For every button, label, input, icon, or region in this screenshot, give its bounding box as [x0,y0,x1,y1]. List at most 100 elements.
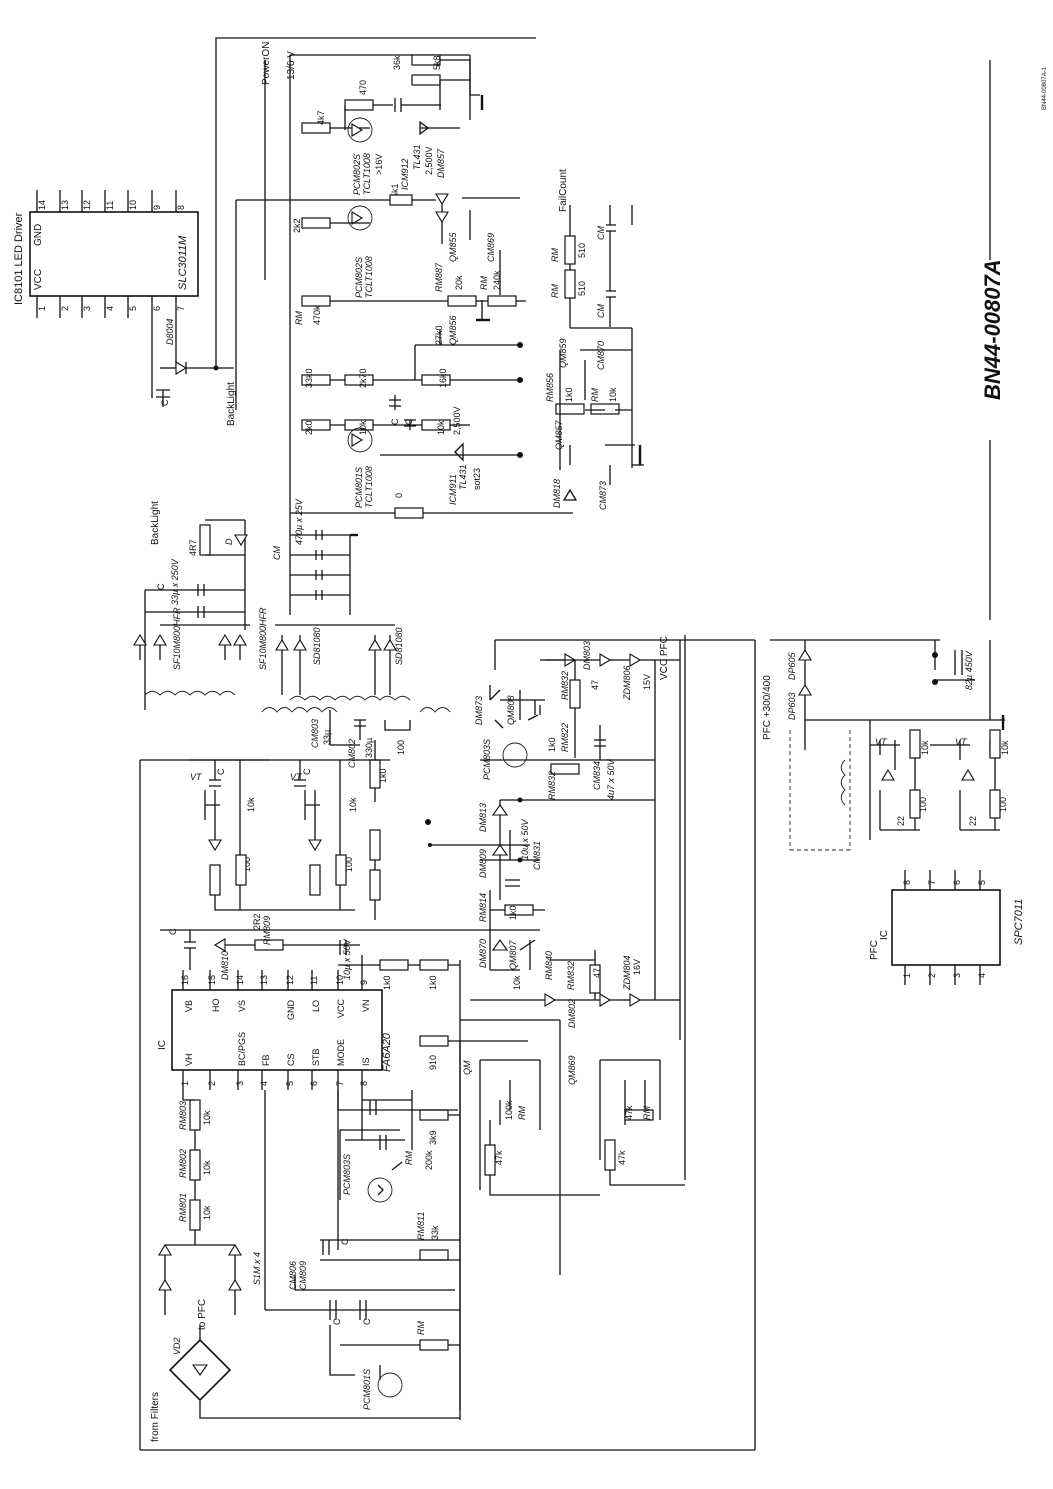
sf10m800hfr-b: SF10M800HFR [258,607,268,670]
r-10k-vt1: 10k [246,797,256,812]
c-vt2: C [302,768,312,775]
net-failcount: FailCount [558,169,569,212]
fa-lbl-vh: VH [184,1053,194,1066]
dm873: DM873 [474,696,484,725]
tclt1008-c: TCLT1008 [364,466,374,508]
cm803: CM803 [310,719,320,748]
r-22-pfc-a: 22 [896,816,906,826]
ic8101-pin-11: 11 [105,201,115,210]
r-1k0-rm814: 1k0 [508,905,518,920]
r-10k-pfc-a: 10k [920,740,930,755]
dm809: DM809 [478,849,488,878]
fa-pin-6: 6 [309,1081,319,1086]
r-33k0: 33k0 [304,368,314,388]
fa-lbl-stb: STB [311,1048,321,1066]
d-led: D [224,538,234,545]
z-15v: 15V [642,674,652,690]
qm856: QM856 [448,315,458,345]
fa-pin-1: 1 [180,1081,190,1086]
rm840: RM840 [544,951,554,980]
dm810: DM810 [220,951,230,980]
icm912: ICM912 [400,158,410,190]
ic8101-led-driver: IC8101 LED Driver SLC3011M VCC GND 1 2 3… [13,37,536,407]
icm911: ICM911 [448,474,458,505]
led-cap-c: C [156,583,166,590]
sd81080-a: SD81080 [312,627,322,665]
c-a: C [390,418,400,425]
cm834: CM834 [592,761,602,790]
rm-10k-label: RM [590,388,600,402]
v2500-b: 2,500V [452,406,462,435]
c-low-1: C [340,1238,350,1245]
cap-470u-25v: 470µ x 25V [294,498,304,545]
r-100-b: 100 [344,857,354,872]
rm811: RM811 [416,1212,426,1240]
dm813: DM813 [478,803,488,832]
r-36k: 36k [392,55,402,70]
c-4u7-50v: 4u7 x 50V [606,758,616,800]
fa-lbl-bcpgs: BC/PGS [237,1032,247,1066]
spc-pin-8: 8 [902,880,912,885]
cm802: CM802 [347,739,357,768]
r-47-b: 47 [592,968,602,978]
cm869: CM869 [486,233,496,262]
sf10m800hfr-a: SF10M800HFR [172,607,182,670]
pcm802s-b: PCM802S [354,257,364,298]
fa-pin-10: 10 [335,975,345,985]
qm808: QM808 [506,695,516,725]
ic8101-pin-2: 2 [60,306,70,311]
ic-fa6a20-part: FA6A20 [381,1032,393,1072]
dm802: DM802 [567,999,577,1028]
ic8101-pin-10: 10 [128,200,138,210]
r-1k0-v: 1k0 [547,737,557,752]
r-10k-801: 10k [202,1205,212,1220]
r-22-pfc-b: 22 [968,816,978,826]
ic8101-pin-5: 5 [128,306,138,311]
ic8101-pin-14: 14 [37,200,47,210]
corner-code: BN44-00807A-1 [1042,66,1048,110]
rm-510b-label: RM [550,284,560,298]
ic8101-pin-12: 12 [82,200,92,210]
fa-pin-7: 7 [335,1081,345,1086]
pcm802s-a: PCM802S [352,154,362,195]
fa-lbl-fb: FB [261,1054,271,1066]
pfc-ic-ref: IC [879,930,890,940]
fa-lbl-vn: VN [361,999,371,1012]
ic8101-cap-label: C [160,399,170,406]
fa-pin-2: 2 [207,1081,217,1086]
ic8101-pin-9: 9 [152,205,162,210]
zdm806: ZDM806 [622,665,632,701]
rm-label-a: RM [294,311,304,325]
rm-200k-label: RM [404,1151,414,1165]
fa-lbl-is: IS [361,1057,371,1066]
r-510b: 510 [577,281,587,296]
rm-100k-label: RM [517,1106,527,1120]
net-13v: 13/6 V [286,51,297,80]
cap-82u-450v: 82µ 450V [964,650,974,690]
ic-fa6a20-ref: IC [157,1040,168,1050]
fa-pin-15: 15 [207,975,217,985]
qm859: QM859 [558,338,568,368]
rm-510a-label: RM [550,248,560,262]
ic8101-pin-4: 4 [105,306,115,311]
ic8101-pin-7: 7 [176,306,186,311]
spc-pin-2: 2 [927,973,937,978]
fa-lbl-vcc: VCC [336,998,346,1018]
gt16v: >16V [374,154,384,175]
r-20k: 20k [454,275,464,290]
pcm803s-a: PCM803S [342,1154,352,1195]
fa-lbl-mode: MODE [336,1039,346,1066]
r-10k-v: 10k [512,975,522,990]
dm818: DM818 [552,479,562,508]
r-1k0-c: 1k0 [428,975,438,990]
r-240k: 240k [492,270,502,290]
dp603: DP603 [787,692,797,720]
ic8101-pin-1: 1 [37,306,47,311]
rm814: RM814 [478,893,488,922]
pfc-vt2: VT [955,737,968,747]
ic8101-vcc-label: VCC [33,269,44,290]
ic8101-gnd-label: GND [33,224,44,246]
r-16k0: 16k0 [438,368,448,388]
cm870: CM870 [596,341,606,370]
vd2: VD2 [172,1337,182,1355]
